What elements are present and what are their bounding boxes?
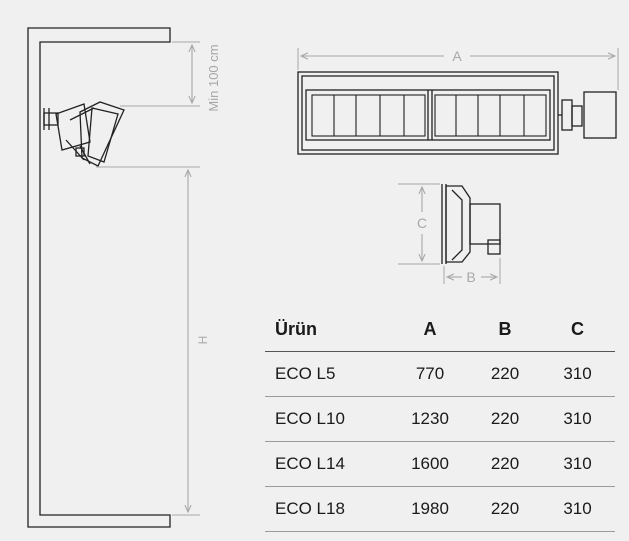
table-row: ECO L5 770 220 310 [265, 351, 615, 397]
cell-product: ECO L18 [265, 486, 390, 532]
cell-c: 310 [540, 396, 615, 442]
cell-b: 220 [470, 486, 540, 532]
height-c-label: C [417, 215, 427, 231]
table-header-row: Ürün A B C [265, 307, 615, 352]
depth-b-label: B [466, 269, 475, 285]
cell-c: 310 [540, 351, 615, 397]
heater-front-view [297, 71, 617, 155]
heater-side-wall-icon [43, 101, 125, 167]
dimensions-table: Ürün A B C ECO L5 770 220 310 ECO L10 12… [265, 307, 615, 532]
cell-product: ECO L10 [265, 396, 390, 442]
cell-a: 770 [390, 351, 470, 397]
cell-a: 1230 [390, 396, 470, 442]
width-a-label: A [452, 48, 462, 64]
cell-b: 220 [470, 441, 540, 487]
table-row: ECO L14 1600 220 310 [265, 441, 615, 487]
header-a: A [390, 307, 470, 352]
cell-a: 1980 [390, 486, 470, 532]
header-product: Ürün [265, 307, 390, 352]
min-clearance-label: Min 100 cm [206, 44, 221, 111]
header-b: B [470, 307, 540, 352]
heater-side-view [441, 184, 501, 264]
header-c: C [540, 307, 615, 352]
table-row: ECO L18 1980 220 310 [265, 486, 615, 532]
table-row: ECO L10 1230 220 310 [265, 396, 615, 442]
height-label: H [196, 336, 210, 345]
cell-c: 310 [540, 441, 615, 487]
cell-b: 220 [470, 396, 540, 442]
cell-product: ECO L14 [265, 441, 390, 487]
cell-a: 1600 [390, 441, 470, 487]
cell-product: ECO L5 [265, 351, 390, 397]
room-side-view [27, 27, 171, 528]
cell-c: 310 [540, 486, 615, 532]
cell-b: 220 [470, 351, 540, 397]
